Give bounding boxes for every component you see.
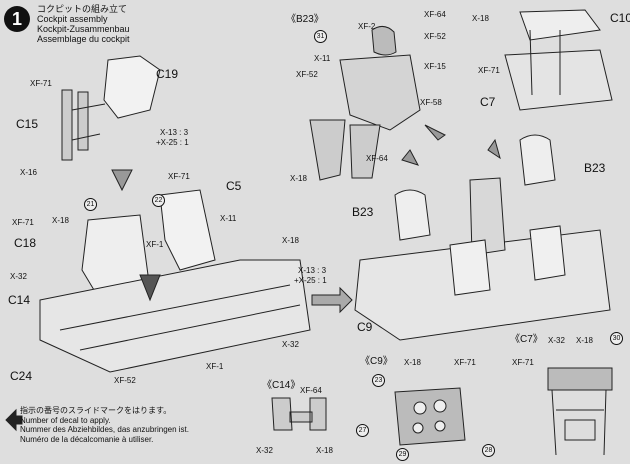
paint-label: XF-1: [146, 240, 164, 249]
paint-label: +X-25 : 1: [156, 138, 189, 147]
decal-number: 27: [356, 424, 369, 437]
c19-seat-part: [103, 55, 161, 119]
paint-label: XF-64: [366, 154, 388, 163]
seated-pilot-left: [394, 189, 431, 241]
part-label-c19: C19: [156, 67, 179, 81]
subtitle-c9: 《C9》: [360, 356, 393, 367]
paint-label: XF-2: [358, 22, 376, 31]
paint-label: XF-71: [12, 218, 34, 227]
c10-part: [519, 9, 601, 41]
part-label-c10: C10: [610, 11, 630, 25]
paint-label: X-32: [282, 340, 299, 349]
title-fr: Assemblage du cockpit: [37, 34, 130, 44]
decal-number: 29: [396, 448, 409, 461]
paint-label: XF-52: [296, 70, 318, 79]
down-arrow-icon: [111, 169, 133, 192]
paint-label: XF-64: [300, 386, 322, 395]
paint-label: XF-71: [454, 358, 476, 367]
paint-label: X-32: [10, 272, 27, 281]
part-label-c24: C24: [10, 369, 33, 383]
paint-label: X-32: [548, 336, 565, 345]
c7-detail-part: [547, 367, 613, 391]
step-title: コクピットの組み立て Cockpit assembly Kockpit-Zusa…: [37, 4, 130, 44]
paint-label: XF-52: [114, 376, 136, 385]
legend-fr: Numéro de la décalcomanie à utiliser.: [20, 434, 154, 444]
paint-label: X-18: [576, 336, 593, 345]
decal-number: 28: [482, 444, 495, 457]
paint-label: X-18: [282, 236, 299, 245]
paint-label: X-18: [52, 216, 69, 225]
part-label-c9: C9: [357, 320, 373, 334]
paint-label: XF-1: [206, 362, 224, 371]
paint-label: XF-15: [424, 62, 446, 71]
paint-label: XF-52: [424, 32, 446, 41]
decal-marker-icon: [5, 408, 23, 432]
seated-pilot-right: [519, 134, 556, 186]
paint-label: X-18: [472, 14, 489, 23]
c7-part: [504, 49, 613, 111]
paint-label: XF-71: [478, 66, 500, 75]
title-jp: コクピットの組み立て: [37, 4, 128, 14]
part-label-b23-left: B23: [352, 205, 374, 219]
paint-label: +X-25 : 1: [294, 276, 327, 285]
legend-en: Number of decal to apply.: [20, 415, 111, 425]
step-number: 1: [4, 6, 30, 32]
part-label-c15: C15: [16, 117, 39, 131]
pilot-head: [371, 26, 397, 56]
pilot-body: [339, 54, 421, 131]
c14-detail-part: [271, 397, 327, 431]
decal-number: 23: [372, 374, 385, 387]
subtitle-c7: 《C7》: [510, 334, 543, 345]
decal-number: 22: [152, 194, 165, 207]
paint-label: XF-71: [168, 172, 190, 181]
paint-label: X-11: [314, 54, 331, 63]
decal-number: 21: [84, 198, 97, 211]
diagonal-arrow-icon: [424, 124, 446, 141]
part-label-c18: C18: [14, 236, 37, 250]
part-label-b23-right: B23: [584, 161, 606, 175]
paint-label: X-16: [20, 168, 37, 177]
paint-label: XF-71: [30, 79, 52, 88]
decal-number: 30: [610, 332, 623, 345]
paint-label: XF-71: [512, 358, 534, 367]
paint-label: X-13 : 3: [160, 128, 189, 137]
right-arrow-icon: [311, 286, 353, 314]
part-label-c5: C5: [226, 179, 242, 193]
title-de: Kockpit-Zusammenbau: [37, 24, 130, 34]
cockpit-floor-part: [39, 259, 311, 373]
part-label-c7: C7: [480, 95, 496, 109]
subtitle-b23: 《B23》: [286, 14, 324, 25]
decal-legend: 指示の番号のスライドマークをはります。 Number of decal to a…: [20, 406, 189, 444]
pilot-legs: [309, 119, 381, 181]
paint-label: XF-64: [424, 10, 446, 19]
paint-label: X-18: [290, 174, 307, 183]
paint-label: XF-58: [420, 98, 442, 107]
legend-jp: 指示の番号のスライドマークをはります。: [20, 406, 172, 415]
title-en: Cockpit assembly: [37, 14, 108, 24]
paint-label: X-13 : 3: [298, 266, 327, 275]
decal-number: 31: [314, 30, 327, 43]
paint-label: X-18: [404, 358, 421, 367]
legend-de: Nummer des Abziehbildes, das anzubringen…: [20, 425, 189, 434]
subtitle-c14: 《C14》: [262, 380, 301, 391]
c15-frame-part: [61, 89, 89, 161]
paint-label: X-32: [256, 446, 273, 455]
c5-part: [159, 189, 216, 271]
c9-instrument-panel: [394, 387, 466, 446]
part-label-c14: C14: [8, 293, 31, 307]
paint-label: X-18: [316, 446, 333, 455]
paint-label: X-11: [220, 214, 237, 223]
